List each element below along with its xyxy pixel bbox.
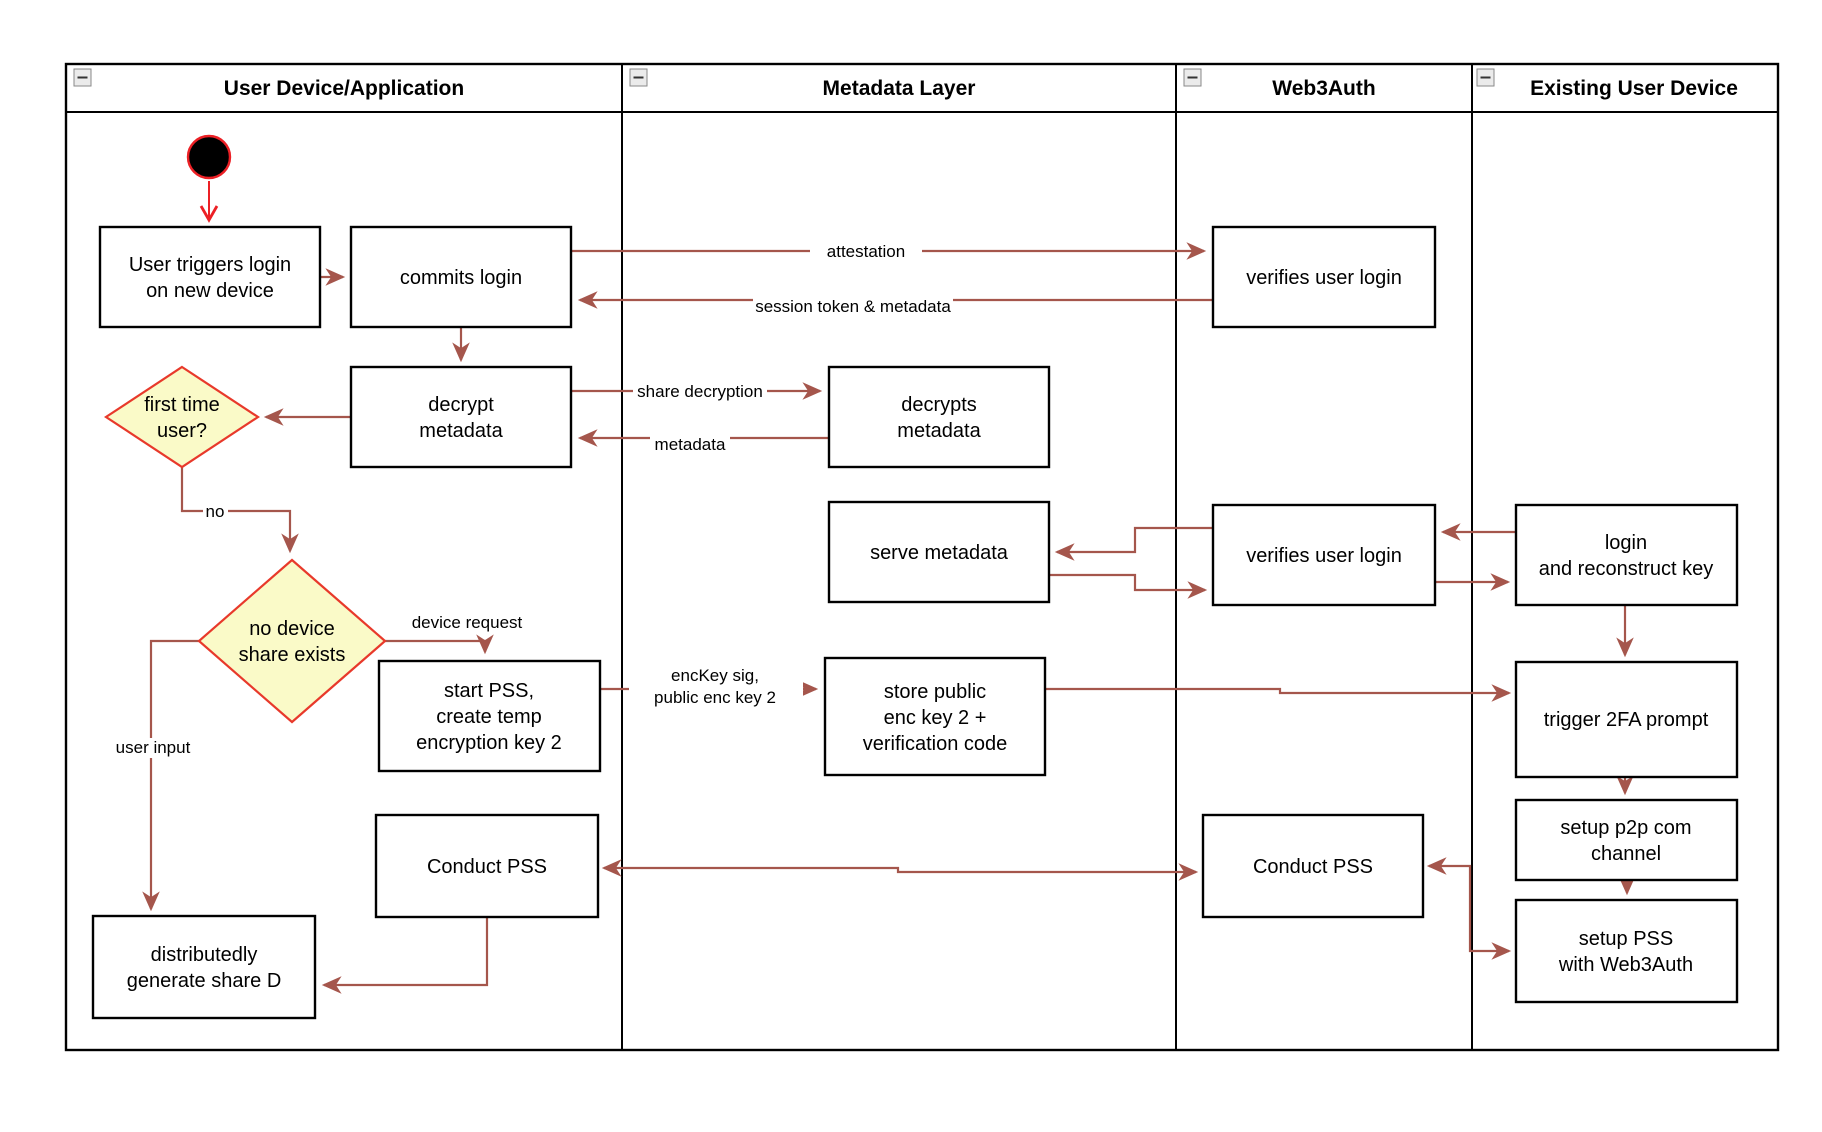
svg-text:serve metadata: serve metadata — [870, 542, 1009, 564]
edge-store-to-trigger2fa — [1045, 684, 1512, 702]
decision-no-device-share[interactable]: no device share exists — [197, 558, 387, 724]
edge-setuppss-conductpss — [1426, 857, 1512, 960]
svg-text:Conduct PSS: Conduct PSS — [1253, 856, 1373, 878]
svg-text:decrypts: decrypts — [901, 394, 977, 416]
edge-serve-to-verifies2 — [1049, 573, 1208, 599]
decision-first-time-user[interactable]: first time user? — [103, 365, 261, 469]
edge-user-input — [142, 639, 199, 912]
svg-text:with Web3Auth: with Web3Auth — [1558, 954, 1693, 976]
svg-text:verifies user login: verifies user login — [1246, 267, 1402, 289]
node-decrypt-metadata[interactable]: decrypt metadata — [349, 365, 573, 469]
svg-text:user?: user? — [157, 420, 207, 442]
node-store-public-enc-key[interactable]: store public enc key 2 + verification co… — [823, 656, 1047, 777]
node-start-pss[interactable]: start PSS, create temp encryption key 2 — [377, 659, 602, 773]
svg-text:encryption key 2: encryption key 2 — [416, 732, 562, 754]
node-setup-p2p-channel[interactable]: setup p2p com channel — [1514, 798, 1739, 882]
edge-label-share-decryption: share decryption — [637, 382, 763, 401]
edge-no-branch — [180, 467, 299, 554]
node-generate-share-d[interactable]: distributedly generate share D — [91, 914, 317, 1020]
svg-text:Conduct PSS: Conduct PSS — [427, 856, 547, 878]
lane-header-user-device: User Device/Application — [73, 68, 464, 100]
node-commits-login[interactable]: commits login — [349, 225, 573, 329]
svg-text:on new device: on new device — [146, 280, 274, 302]
svg-text:commits login: commits login — [400, 267, 522, 289]
svg-text:metadata: metadata — [419, 420, 503, 442]
lane-title: Metadata Layer — [823, 77, 976, 100]
svg-text:verifies user login: verifies user login — [1246, 545, 1402, 567]
node-user-triggers-login[interactable]: User triggers login on new device — [98, 225, 322, 329]
node-login-reconstruct-key[interactable]: login and reconstruct key — [1514, 503, 1739, 607]
node-conduct-pss-web3auth[interactable]: Conduct PSS — [1201, 813, 1425, 919]
svg-text:first time: first time — [144, 394, 220, 416]
node-verifies-user-login-2[interactable]: verifies user login — [1211, 503, 1437, 607]
lane-title: User Device/Application — [224, 77, 464, 100]
edge-label-device-request: device request — [412, 613, 523, 632]
diagram-outer-border — [64, 62, 1780, 1052]
decision-shape[interactable] — [103, 365, 261, 469]
svg-text:setup PSS: setup PSS — [1579, 928, 1674, 950]
lane-header-web3auth: Web3Auth — [1183, 68, 1376, 100]
svg-text:and reconstruct key: and reconstruct key — [1539, 558, 1714, 580]
svg-text:create temp: create temp — [436, 706, 542, 728]
edge-label-user-input: user input — [116, 738, 191, 757]
svg-text:User triggers login: User triggers login — [129, 254, 291, 276]
node-serve-metadata[interactable]: serve metadata — [827, 500, 1051, 604]
svg-text:verification code: verification code — [863, 733, 1008, 755]
svg-text:trigger 2FA prompt: trigger 2FA prompt — [1544, 709, 1709, 731]
edge-labels: attestation session token & metadata sha… — [107, 241, 953, 758]
lane-title: Web3Auth — [1272, 77, 1375, 100]
svg-text:generate share D: generate share D — [127, 970, 282, 992]
node-setup-pss-web3auth[interactable]: setup PSS with Web3Auth — [1514, 898, 1739, 1004]
edge-label-attestation: attestation — [827, 242, 905, 261]
initial-state-node[interactable] — [186, 134, 232, 180]
lane-header-existing-device: Existing User Device — [1476, 68, 1738, 100]
svg-text:setup p2p com: setup p2p com — [1560, 817, 1691, 839]
decision-shape[interactable] — [197, 558, 387, 724]
edge-device-request — [385, 634, 494, 655]
svg-text:login: login — [1605, 532, 1647, 554]
edge-conductpss-bidirectional — [601, 859, 1199, 881]
edge-label-enckey-2: public enc key 2 — [654, 688, 776, 707]
node-trigger-2fa-prompt[interactable]: trigger 2FA prompt — [1514, 660, 1739, 779]
edge-label-metadata: metadata — [655, 435, 726, 454]
edge-label-session-token: session token & metadata — [755, 297, 951, 316]
lane-header-metadata-layer: Metadata Layer — [629, 68, 976, 100]
svg-text:share exists: share exists — [239, 644, 346, 666]
node-conduct-pss-left[interactable]: Conduct PSS — [374, 813, 600, 919]
node-verifies-user-login-1[interactable]: verifies user login — [1211, 225, 1437, 329]
svg-text:distributedly: distributedly — [151, 944, 258, 966]
svg-text:metadata: metadata — [897, 420, 981, 442]
svg-text:enc key 2 +: enc key 2 + — [884, 707, 987, 729]
node-decrypts-metadata[interactable]: decrypts metadata — [827, 365, 1051, 469]
svg-text:start PSS,: start PSS, — [444, 680, 534, 702]
edge-label-no: no — [206, 502, 225, 521]
edge-label-enckey-1: encKey sig, — [671, 666, 759, 685]
svg-text:no device: no device — [249, 618, 335, 640]
edge-conduct-to-generate — [321, 917, 489, 994]
svg-text:store public: store public — [884, 681, 986, 703]
svg-text:channel: channel — [1591, 843, 1661, 865]
edge-verifies2-to-serve — [1054, 526, 1213, 561]
svg-text:decrypt: decrypt — [428, 394, 494, 416]
lane-title: Existing User Device — [1530, 77, 1738, 100]
